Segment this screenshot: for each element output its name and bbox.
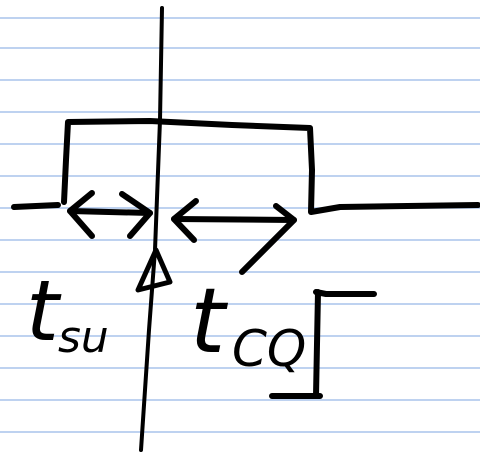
clock-to-q-label-subscript: CQ [232,320,306,378]
ruled-lines [0,17,480,433]
data-signal-waveform [11,118,480,215]
setup-time-arrow [67,190,153,239]
clock-to-q-arrow [171,198,297,275]
setup-time-label-main: t [26,262,62,360]
clock-to-q-bracket [269,289,377,399]
clock-edge-line [139,6,164,452]
up-arrow-triangle-icon [135,247,173,293]
clock-to-q-label: t CQ [190,269,306,378]
setup-time-label: t su [26,262,109,363]
setup-time-label-subscript: su [58,312,109,363]
clock-to-q-label-main: t [190,269,229,374]
